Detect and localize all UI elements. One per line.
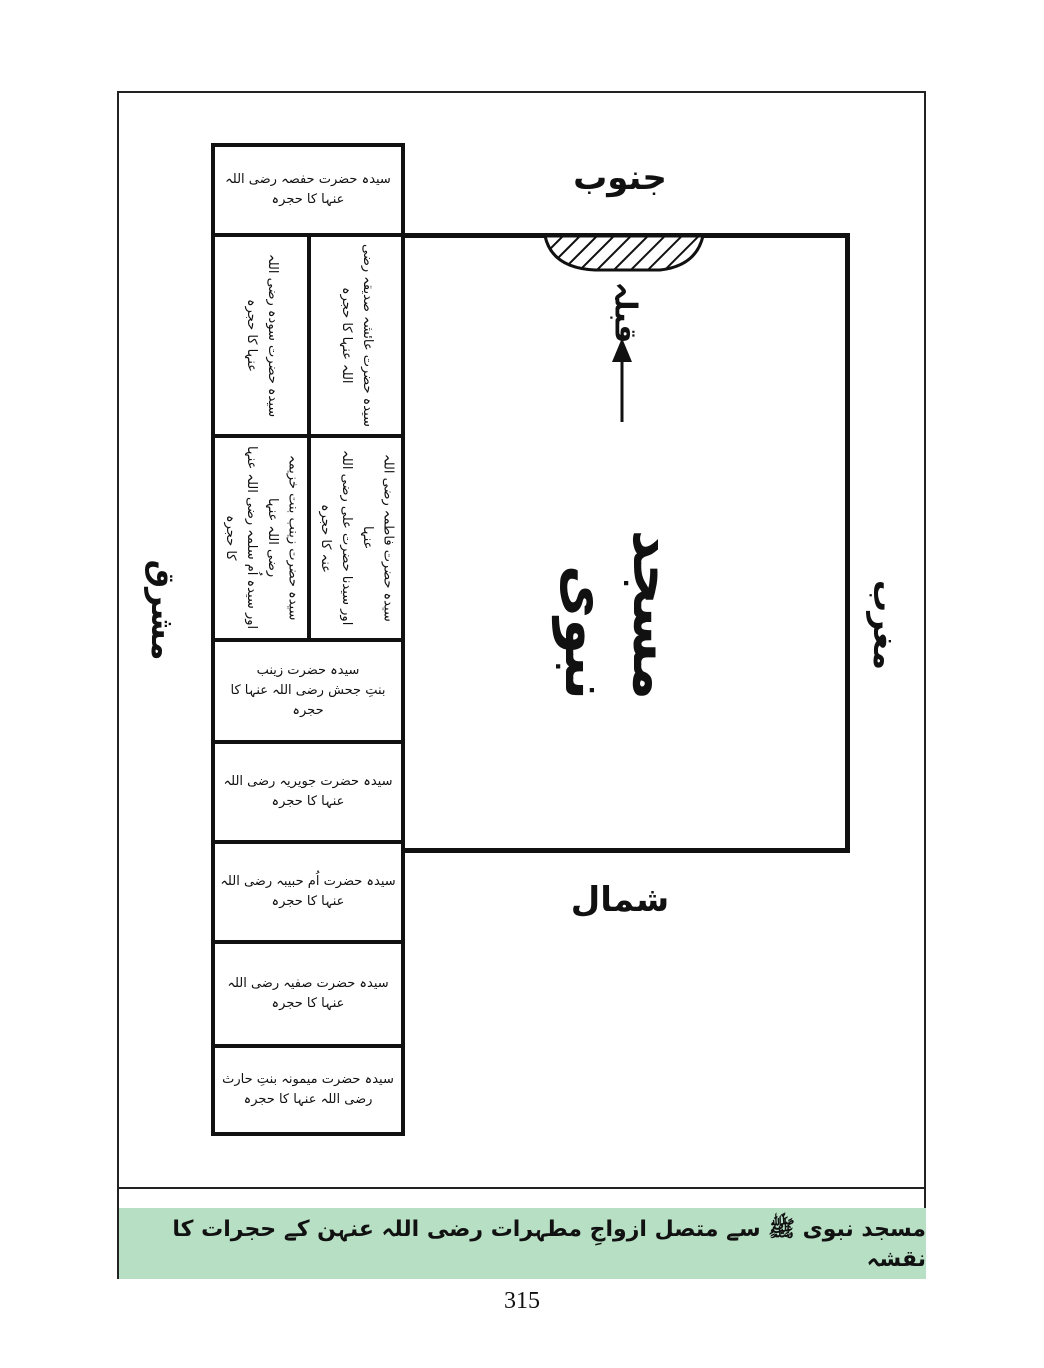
room-umm-habiba: سیدہ حضرت اُم حبیبہ رضی اللہ عنہا کا حجر…	[211, 840, 405, 944]
figure-caption: مسجد نبوی ﷺ سے متصل ازواجِ مطہرات رضی ال…	[172, 1217, 926, 1272]
room-sawda: سیدہ حضرت سودہ رضی اللہ عنہا کا حجرہ	[211, 233, 311, 438]
room-fatima-ali: سیدہ حضرت فاطمہ رضی اللہ عنہا اور سیدنا …	[307, 434, 405, 642]
direction-south-label: جنوب	[573, 158, 667, 198]
room-safiya: سیدہ حضرت صفیہ رضی اللہ عنہا کا حجرہ	[211, 940, 405, 1048]
room-zainab-khuzaima-line1: سیدہ حضرت زینب بنت خزیمہ رضی اللہ عنہا	[264, 455, 301, 621]
room-safiya-label: سیدہ حضرت صفیہ رضی اللہ عنہا کا حجرہ	[227, 975, 389, 1011]
room-fatima-line1: سیدہ حضرت فاطمہ رضی اللہ عنہا	[359, 454, 396, 622]
direction-north-label: شمال	[570, 880, 670, 920]
direction-west-label: مغرب	[866, 580, 904, 670]
direction-east-label: مشرق	[144, 559, 182, 661]
room-zainab-jahsh-line1: سیدہ حضرت زینب	[256, 662, 360, 678]
room-zainab-khuzaima-label: سیدہ حضرت زینب بنت خزیمہ رضی اللہ عنہا ا…	[217, 438, 304, 638]
room-sawda-label: سیدہ حضرت سودہ رضی اللہ عنہا کا حجرہ	[244, 253, 280, 418]
caption-band: مسجد نبوی ﷺ سے متصل ازواجِ مطہرات رضی ال…	[119, 1208, 926, 1279]
room-fatima-line2: اور سیدنا حضرت علی رضی اللہ عنہ کا حجرہ	[318, 450, 354, 626]
room-hafsa: سیدہ حضرت حفصہ رضی اللہ عنہا کا حجرہ	[211, 143, 405, 237]
mosque-name: مسجد نبوی	[552, 529, 688, 700]
frame-divider	[117, 1187, 926, 1189]
room-zainab-jahsh-line2: بنتِ جحش رضی اللہ عنہا کا حجرہ	[230, 682, 386, 719]
page-number: 315	[504, 1288, 540, 1314]
room-zainab-jahsh-label: سیدہ حضرت زینب بنتِ جحش رضی اللہ عنہا کا…	[215, 657, 401, 725]
room-juwairiya: سیدہ حضرت جویریہ رضی اللہ عنہا کا حجرہ	[211, 740, 405, 844]
room-juwairiya-label: سیدہ حضرت جویریہ رضی اللہ عنہا کا حجرہ	[223, 773, 393, 809]
qibla-label: قبلہ	[607, 281, 643, 344]
room-zainab-khuzaima-line2: اور سیدہ اُم سلمہ رضی اللہ عنہا کا حجرہ	[223, 446, 259, 630]
room-fatima-ali-label: سیدہ حضرت فاطمہ رضی اللہ عنہا اور سیدنا …	[312, 438, 399, 638]
room-zainab-jahsh: سیدہ حضرت زینب بنتِ جحش رضی اللہ عنہا کا…	[211, 638, 405, 744]
room-umm-habiba-label: سیدہ حضرت اُم حبیبہ رضی اللہ عنہا کا حجر…	[220, 873, 396, 909]
room-maimuna-label: سیدہ حضرت میمونہ بنتِ حارث رضی اللہ عنہا…	[222, 1071, 394, 1107]
room-zainab-khuzaima-umm-salama: سیدہ حضرت زینب بنت خزیمہ رضی اللہ عنہا ا…	[211, 434, 311, 642]
room-aisha: سیدہ حضرت عائشہ صدیقہ رضی اللہ عنہا کا ح…	[307, 233, 405, 438]
room-maimuna: سیدہ حضرت میمونہ بنتِ حارث رضی اللہ عنہا…	[211, 1044, 405, 1136]
room-hafsa-label: سیدہ حضرت حفصہ رضی اللہ عنہا کا حجرہ	[225, 171, 391, 207]
room-aisha-label: سیدہ حضرت عائشہ صدیقہ رضی اللہ عنہا کا ح…	[339, 244, 375, 427]
